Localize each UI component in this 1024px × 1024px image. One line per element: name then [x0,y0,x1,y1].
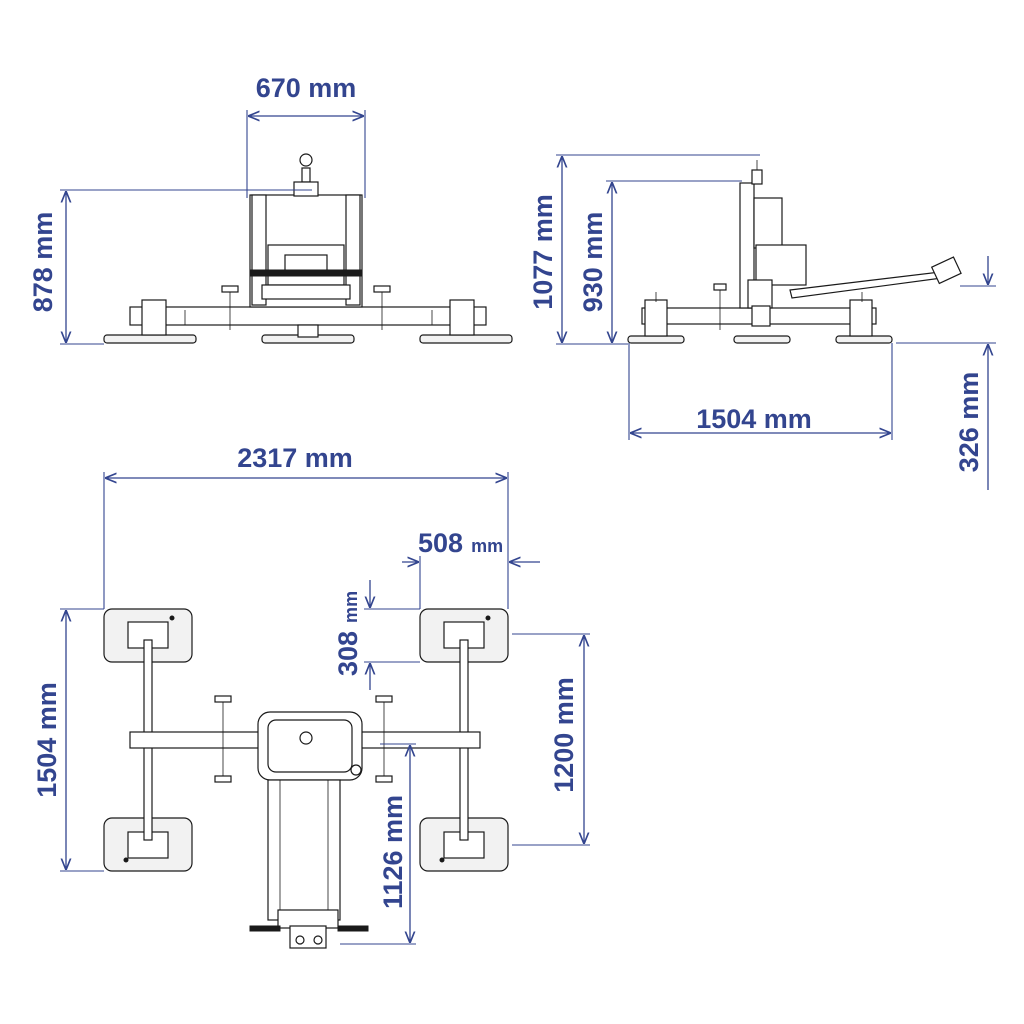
front-pad-left [103,334,197,344]
top-total-width-label: 2317 mm [237,443,353,473]
top-handle [267,779,341,921]
top-pad-span-label: 1504 mm [32,682,62,798]
side-pad-right [835,335,893,344]
top-pad-width-label: 508 mm [418,528,503,558]
side-view: 1077 mm 930 mm 1504 mm 326 mm [528,154,996,490]
top-pad-depth-label: 308 mm [333,591,363,676]
front-width-label: 670 mm [256,73,357,103]
side-total-height-label: 1077 mm [528,194,558,310]
front-pad-right [419,334,513,344]
top-view: 2317 mm 508 mm 308 mm 1504 mm 1200 mm [32,443,590,949]
front-height-label: 878 mm [28,212,58,313]
side-pad-left [627,335,685,344]
front-lifting-eye [299,153,313,167]
top-handle-length-label: 1126 mm [378,795,408,909]
side-frame-height-label: 930 mm [578,212,608,313]
front-view: 670 mm 878 mm [28,73,513,345]
front-cross-beam [129,306,487,326]
side-pad-span-label: 1504 mm [696,404,812,434]
side-handle-arm [789,271,943,299]
side-handle-offset-label: 326 mm [954,372,984,473]
side-pad-center [733,335,791,344]
top-pad-centers-label: 1200 mm [549,677,579,793]
